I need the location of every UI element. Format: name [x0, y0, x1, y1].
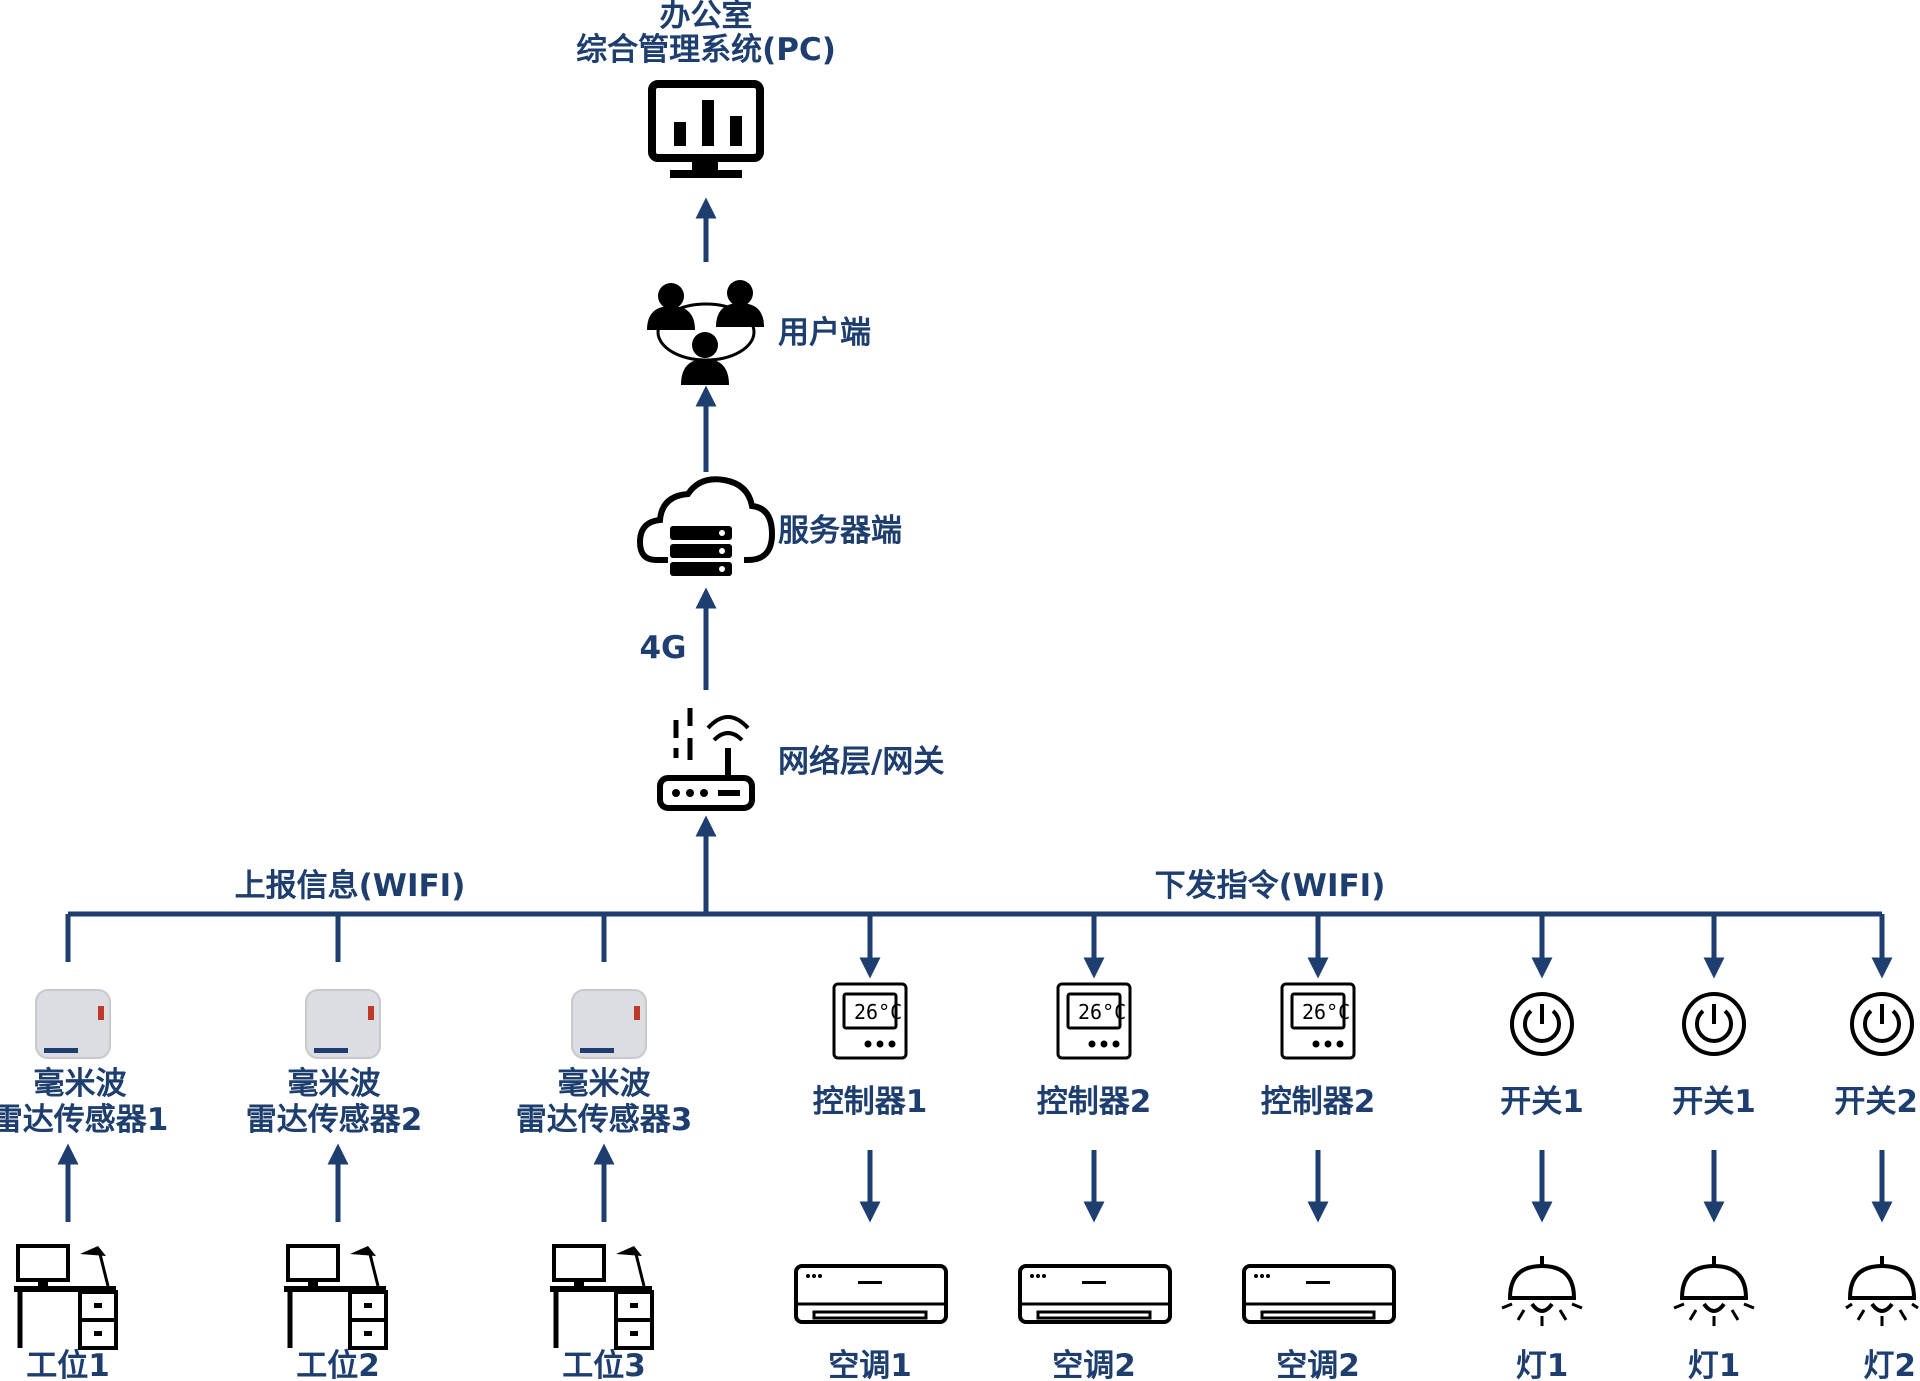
report-wifi-label: 上报信息(WIFI)	[235, 868, 466, 904]
power-switch-icon	[1510, 992, 1574, 1056]
switch-label: 开关1	[1672, 1084, 1756, 1120]
gateway-label: 网络层/网关	[778, 744, 944, 780]
users-label: 用户端	[778, 315, 871, 351]
thermostat-display: 26°C	[854, 1000, 902, 1024]
power-switch-icon	[1850, 992, 1914, 1056]
pendant-lamp-icon	[1845, 1256, 1919, 1326]
sensor-name-line2: 雷达传感器1	[0, 1102, 168, 1138]
monitor-chart-icon	[648, 80, 764, 178]
radar-sensor-icon	[305, 989, 381, 1059]
workstation-desk-icon	[14, 1244, 118, 1350]
workstation-label: 工位3	[562, 1348, 646, 1381]
sensor-column: 毫米波 雷达传感器2 工位2	[246, 914, 423, 1381]
lamp-label: 灯2	[1863, 1348, 1916, 1381]
pendant-lamp-icon	[1501, 1256, 1583, 1326]
workstation-desk-icon	[550, 1244, 654, 1350]
lamp-label: 灯1	[1516, 1348, 1569, 1381]
cloud-server-icon	[636, 476, 776, 576]
radar-sensor-icon	[571, 989, 647, 1059]
sensor-name-line1: 毫米波	[288, 1066, 381, 1102]
sensor-name-line2: 雷达传感器3	[516, 1102, 693, 1138]
controller-label: 控制器1	[813, 1084, 928, 1120]
switch-label: 开关2	[1834, 1084, 1918, 1120]
ac-label: 空调1	[828, 1348, 912, 1381]
air-conditioner-icon	[794, 1264, 948, 1324]
lamp-label: 灯1	[1688, 1348, 1741, 1381]
controller-column: 26°C 控制器2 空调2	[1018, 914, 1172, 1381]
switch-column: 开关1 灯1	[1500, 914, 1584, 1381]
server-label: 服务器端	[778, 513, 902, 549]
radar-sensor-icon	[35, 989, 111, 1059]
sensor-name-line1: 毫米波	[558, 1066, 651, 1102]
switch-label: 开关1	[1500, 1084, 1584, 1120]
office-title-line2: 综合管理系统(PC)	[576, 32, 836, 68]
office-title-line1: 办公室	[660, 0, 753, 34]
thermostat-display: 26°C	[1078, 1000, 1126, 1024]
thermostat-controller-icon: 26°C	[832, 982, 908, 1060]
sensor-name-line2: 雷达传感器2	[246, 1102, 423, 1138]
thermostat-controller-icon: 26°C	[1280, 982, 1356, 1060]
air-conditioner-icon	[1018, 1264, 1172, 1324]
thermostat-controller-icon: 26°C	[1056, 982, 1132, 1060]
command-wifi-label: 下发指令(WIFI)	[1155, 868, 1386, 904]
ac-label: 空调2	[1276, 1348, 1360, 1381]
workstation-desk-icon	[284, 1244, 388, 1350]
switch-column: 开关1 灯1	[1672, 914, 1756, 1381]
switch-column: 开关2 灯2	[1834, 914, 1919, 1381]
controller-label: 控制器2	[1037, 1084, 1152, 1120]
sensor-column: 毫米波 雷达传感器3 工位3	[516, 914, 693, 1381]
pendant-lamp-icon	[1673, 1256, 1755, 1326]
users-network-icon	[647, 280, 764, 385]
controller-column: 26°C 控制器2 空调2	[1242, 914, 1396, 1381]
power-switch-icon	[1682, 992, 1746, 1056]
ac-label: 空调2	[1052, 1348, 1136, 1381]
sensor-name-line1: 毫米波	[34, 1066, 127, 1102]
thermostat-display: 26°C	[1302, 1000, 1350, 1024]
workstation-label: 工位2	[296, 1348, 380, 1381]
router-gateway-icon	[657, 708, 755, 811]
controller-label: 控制器2	[1261, 1084, 1376, 1120]
workstation-label: 工位1	[26, 1348, 110, 1381]
air-conditioner-icon	[1242, 1264, 1396, 1324]
link-4g-label: 4G	[639, 630, 686, 666]
controller-column: 26°C 控制器1 空调1	[794, 914, 948, 1381]
sensor-column: 毫米波 雷达传感器1 工位1	[0, 914, 168, 1381]
